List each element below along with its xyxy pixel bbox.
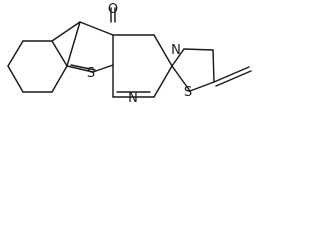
atom-labels: O S N N S [87,2,192,106]
pyrimidine-nitrogen-label: N [128,91,138,106]
oxygen-label: O [108,2,118,17]
carbonyl-bond [110,7,116,23]
methylene-double-bond [213,66,252,87]
structure-diagram: O S N N S [7,2,252,106]
bridgehead-nitrogen-label: N [171,43,181,58]
thiazole-sulfur-label: S [184,85,192,100]
thiophene-ring [51,21,114,73]
molecule-drawing: O S N N S [7,2,252,106]
thiophene-sulfur-label: S [87,66,95,81]
thiazoline-ring [171,48,215,92]
cyclohexane-ring [7,40,68,93]
pyrimidinone-ring [112,34,173,98]
